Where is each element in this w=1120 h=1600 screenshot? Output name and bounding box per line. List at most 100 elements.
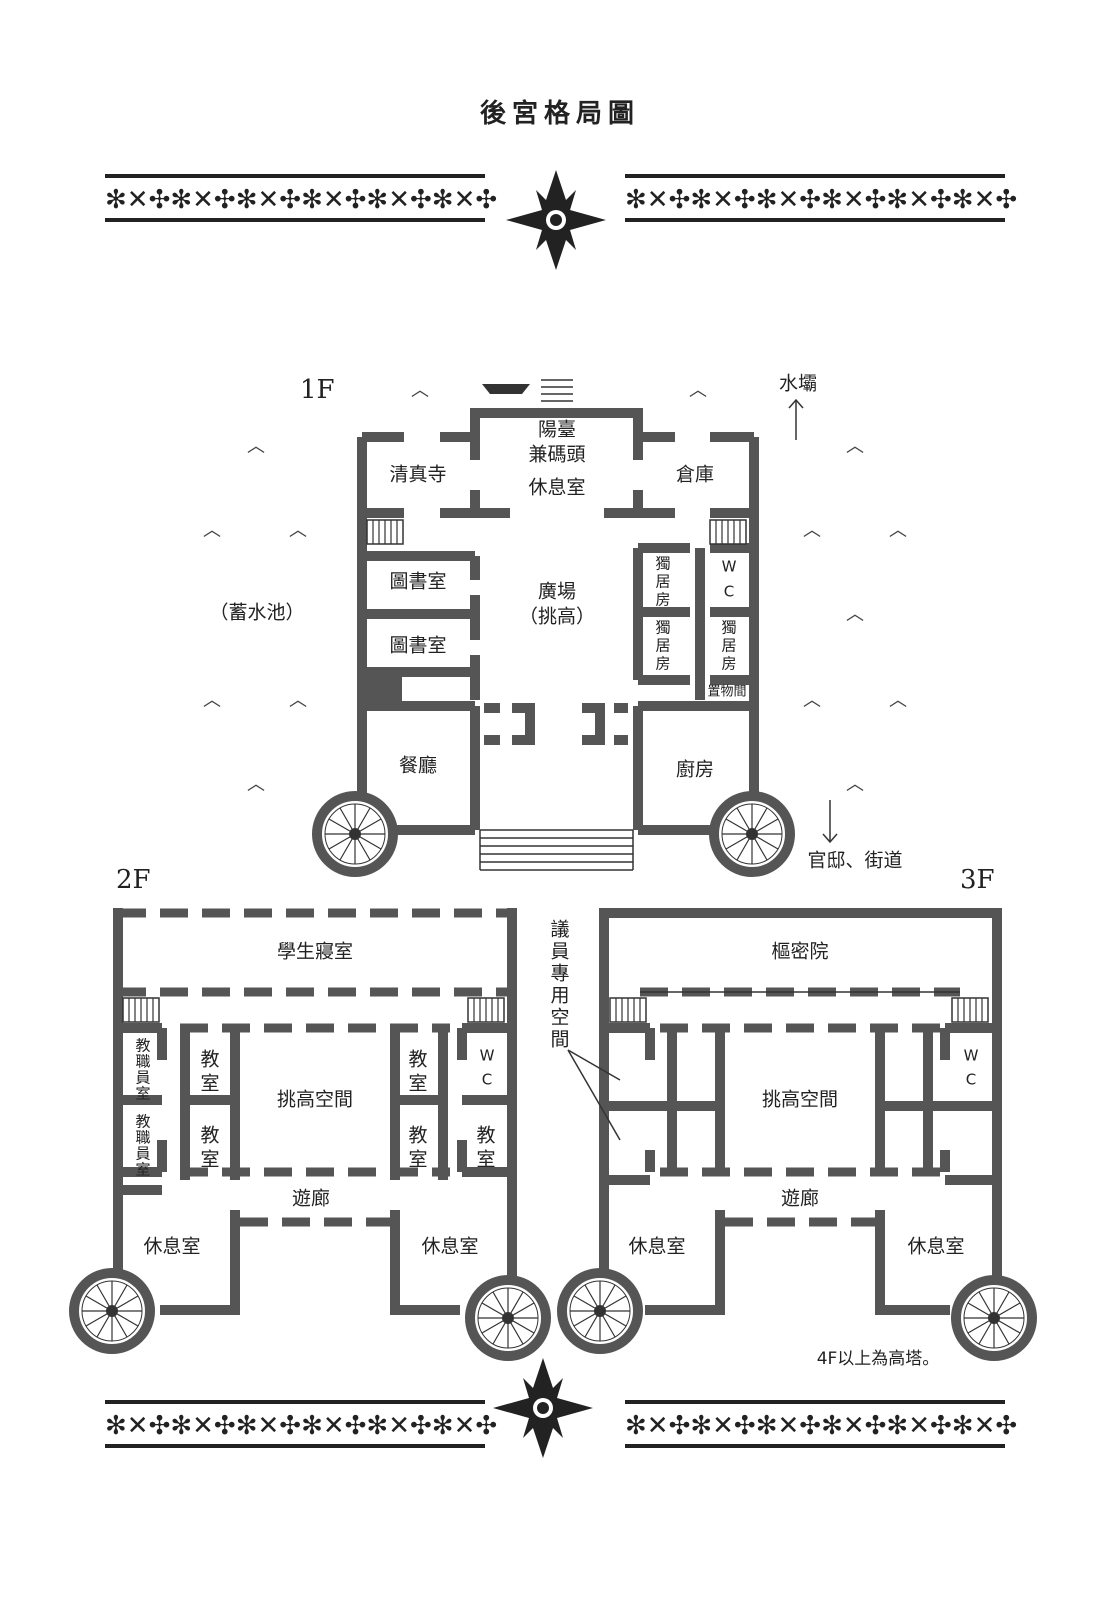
floor-2-label: 2F	[116, 865, 151, 895]
floor-3: 3F 樞密院 議 員 專 用 空 間	[550, 865, 1032, 1369]
dock-boat-icon	[482, 384, 530, 394]
single-room-label: 獨	[721, 619, 736, 637]
classroom-label: 室	[200, 1149, 219, 1171]
single-room-label: 房	[655, 655, 670, 673]
classroom-label: 教	[408, 1125, 427, 1147]
stair-icon	[609, 997, 647, 1023]
classroom-label: 教	[200, 1125, 219, 1147]
atrium-label: 挑高空間	[277, 1089, 353, 1111]
svg-text:︿: ︿	[846, 774, 864, 795]
members-space-label: 空	[550, 1007, 569, 1029]
lounge-label: 休息室	[421, 1236, 478, 1258]
balcony-label: 休息室	[528, 477, 585, 499]
spiral-stair-icon	[956, 1280, 1032, 1356]
dock-steps	[541, 379, 573, 402]
floor-2-walls	[113, 908, 517, 1315]
plaza-label: 廣場	[538, 581, 576, 603]
single-room-label: 獨	[655, 619, 670, 637]
spiral-stair-icon	[562, 1273, 638, 1349]
spiral-stair-icon	[470, 1280, 546, 1356]
floor-2: 2F 學生寢室 教 職 員 室 教	[74, 865, 546, 1356]
top-ornament	[105, 170, 1018, 270]
classroom-label: 室	[476, 1149, 495, 1171]
water-marks: ︿︿ ︿︿ ︿︿ ︿︿ ︿ ︿︿ ︿︿ ︿︿	[203, 380, 907, 795]
single-room-label: 居	[721, 637, 736, 655]
lounge-label: 休息室	[907, 1236, 964, 1258]
svg-text:︿: ︿	[411, 380, 429, 401]
moat-label: 水壩	[779, 373, 817, 395]
classroom-label: 教	[476, 1125, 495, 1147]
arrow-up-icon	[788, 398, 804, 440]
floor-3-walls	[599, 908, 1002, 1315]
lounge-label: 休息室	[143, 1236, 200, 1258]
wc-label: W	[964, 1047, 979, 1065]
stair-icon	[366, 519, 404, 545]
svg-text:︿: ︿	[289, 520, 307, 541]
warehouse-label: 倉庫	[676, 464, 714, 486]
svg-text:︿: ︿	[889, 520, 907, 541]
balcony-label: 陽臺	[538, 419, 576, 441]
reservoir-label: （蓄水池）	[209, 602, 304, 624]
floor-1-label: 1F	[300, 375, 335, 405]
staff-room-label: 員	[135, 1145, 150, 1163]
page-title: 後宮格局圖	[480, 98, 640, 129]
classroom-label: 教	[408, 1049, 427, 1071]
members-space-label: 間	[550, 1029, 569, 1051]
svg-text:︿: ︿	[803, 520, 821, 541]
arrow-down-icon	[822, 800, 838, 844]
svg-text:︿: ︿	[803, 690, 821, 711]
mosque-label: 清真寺	[389, 464, 446, 486]
svg-text:︿: ︿	[203, 690, 221, 711]
members-space-label: 用	[550, 985, 569, 1007]
svg-text:︿: ︿	[889, 690, 907, 711]
single-room-label: 房	[721, 655, 736, 673]
staff-room-label: 室	[135, 1085, 150, 1103]
library-label: 圖書室	[389, 635, 446, 657]
members-space-label: 議	[550, 919, 569, 941]
svg-text:︿: ︿	[289, 690, 307, 711]
lounge-label: 休息室	[628, 1236, 685, 1258]
classroom-label: 室	[200, 1073, 219, 1095]
bottom-ornament	[105, 1358, 1018, 1458]
staff-room-label: 教	[135, 1113, 150, 1131]
svg-text:︿: ︿	[247, 436, 265, 457]
balcony-label: 兼碼頭	[528, 444, 585, 466]
staff-room-label: 職	[135, 1053, 150, 1071]
single-room-label: 居	[655, 637, 670, 655]
spiral-stair-icon	[74, 1273, 150, 1349]
single-room-label: 獨	[655, 555, 670, 573]
stair-icon	[951, 997, 989, 1023]
dorm-label: 學生寢室	[277, 941, 353, 963]
classroom-label: 室	[408, 1149, 427, 1171]
staff-room-label: 職	[135, 1129, 150, 1147]
privy-council-label: 樞密院	[771, 941, 828, 963]
stair-icon	[122, 997, 160, 1023]
wc-label: C	[966, 1071, 976, 1089]
stair-icon	[467, 997, 505, 1023]
staff-room-label: 員	[135, 1069, 150, 1087]
floor-1: 1F	[203, 373, 907, 873]
entrance-steps	[479, 829, 634, 871]
classroom-label: 教	[200, 1049, 219, 1071]
staff-room-label: 教	[135, 1037, 150, 1055]
tower-note: 4F以上為高塔。	[817, 1349, 940, 1369]
atrium-label: 挑高空間	[762, 1089, 838, 1111]
residence-label: 官邸、街道	[807, 850, 902, 872]
dining-label: 餐廳	[399, 755, 437, 777]
single-room-label: 房	[655, 591, 670, 609]
plaza-label: （挑高）	[519, 606, 595, 628]
svg-text:︿: ︿	[846, 436, 864, 457]
svg-text:︿: ︿	[247, 774, 265, 795]
wc-label: W	[480, 1047, 495, 1065]
kitchen-label: 廚房	[676, 758, 714, 781]
library-label: 圖書室	[389, 571, 446, 593]
wc-label: C	[724, 583, 734, 601]
pointer-lines	[567, 1049, 621, 1141]
storage-label: 置物間	[707, 685, 746, 700]
spiral-stair-icon	[714, 796, 790, 872]
svg-text:︿: ︿	[689, 380, 707, 401]
shaft-block	[364, 672, 402, 706]
wc-label: C	[482, 1071, 492, 1089]
corridor-label: 遊廊	[292, 1188, 330, 1210]
